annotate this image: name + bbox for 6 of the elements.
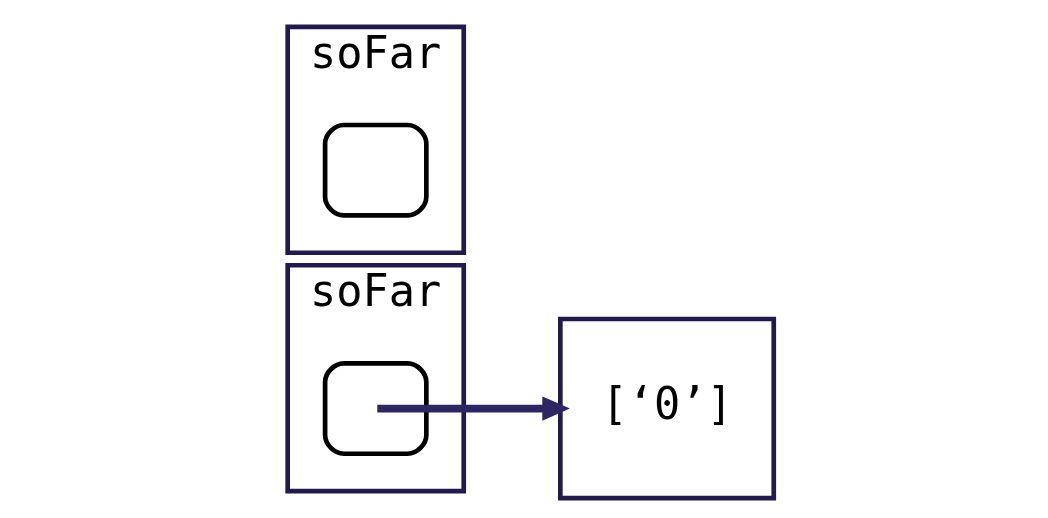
node-box: [‘0’] (557, 316, 776, 501)
arrow (376, 396, 570, 421)
cluster: soFar (284, 262, 466, 494)
cluster: soFar (284, 24, 466, 256)
node-box (322, 361, 429, 457)
node-box (322, 122, 429, 218)
